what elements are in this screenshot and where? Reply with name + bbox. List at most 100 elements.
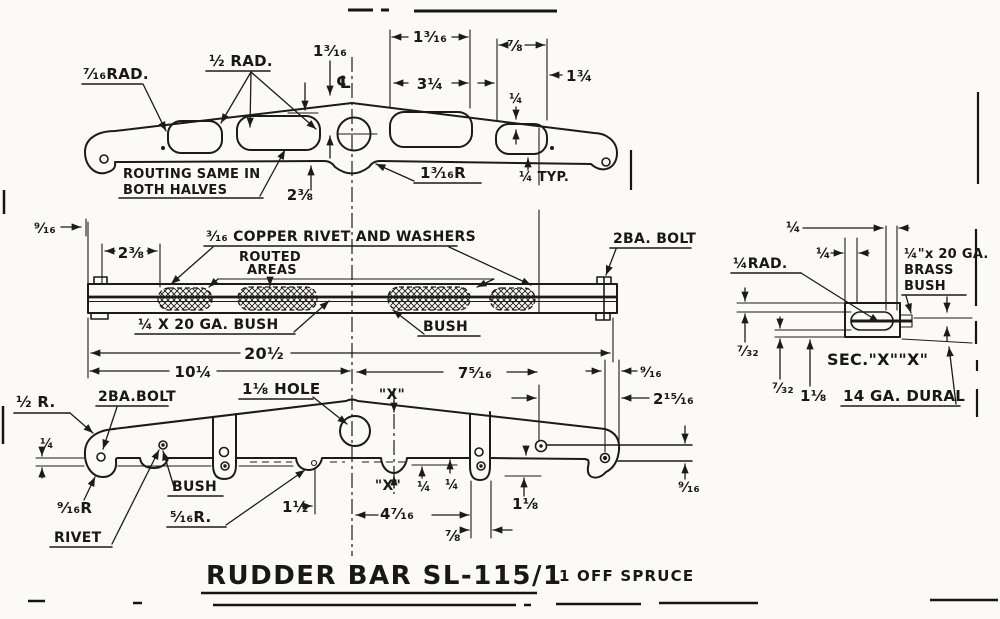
label-dim-v-1-3-16: 1³⁄₁₆ bbox=[313, 42, 347, 60]
label-dim-7-32-a: ⁷⁄₃₂ bbox=[737, 344, 759, 360]
plan-right-end bbox=[584, 428, 621, 479]
routing-note: ROUTING SAME IN BOTH HALVES bbox=[118, 149, 286, 199]
leader-1-1-8-hole: 1⅛ HOLE bbox=[238, 380, 348, 425]
dim-7-5-16: 7⁵⁄₁₆ bbox=[356, 364, 538, 382]
leader-rad-1-3-16: 1³⁄₁₆R bbox=[375, 163, 482, 184]
leader-bush-plan: BUSH bbox=[162, 450, 224, 497]
dim-7-32-b: ⁷⁄₃₂ bbox=[772, 316, 794, 397]
label-routed-line2: AREAS bbox=[247, 263, 297, 278]
dim-1-1-8-sec: 1⅛ bbox=[800, 339, 826, 405]
label-x-bottom: "X" bbox=[375, 478, 401, 494]
plan-hole-bolt bbox=[534, 439, 548, 453]
side-bar bbox=[87, 283, 618, 314]
side-bush-1 bbox=[157, 287, 213, 311]
dim-10-1-4: 10¼ bbox=[89, 363, 351, 381]
dim-7-32-a: ⁷⁄₃₂ bbox=[737, 287, 759, 360]
label-rad-1-2-plan: ½ R. bbox=[16, 393, 55, 411]
leader-rivet: RIVET bbox=[49, 449, 160, 548]
label-note-rivet-plan: RIVET bbox=[54, 530, 102, 546]
dim-9-16-side: ⁹⁄₁₆ bbox=[34, 218, 87, 237]
sheet-border-marks bbox=[1, 8, 998, 607]
label-dim-7-32-b: ⁷⁄₃₂ bbox=[772, 381, 794, 397]
label-note-bush-right: BUSH bbox=[423, 319, 468, 335]
dim-1-4-typ: ¼ TYP. bbox=[519, 157, 569, 185]
label-dim-2-3-8-front: 2⅜ bbox=[287, 186, 314, 204]
dim-1-4-sec-a: ¼ bbox=[786, 220, 910, 236]
dim-1-4-pair: ¼ ¼ bbox=[417, 459, 459, 495]
dim-2-15-16: 2¹⁵⁄₁₆ bbox=[511, 390, 694, 408]
note-bush-20ga: ¼ X 20 GA. BUSH bbox=[134, 300, 330, 335]
section-bush-nub bbox=[899, 314, 913, 328]
leader-rad-1-4: ¼RAD. bbox=[730, 256, 880, 323]
label-routing-line2: BOTH HALVES bbox=[123, 183, 227, 198]
dim-20-1-2: 20½ bbox=[90, 344, 611, 363]
label-dim-9-16-right: ⁹⁄₁₆ bbox=[640, 365, 662, 381]
label-rad-7-16: ⁷⁄₁₆RAD. bbox=[83, 65, 149, 83]
front-dot-right bbox=[550, 146, 554, 150]
label-dim-9-16-end: ⁹⁄₁₆ bbox=[678, 480, 700, 496]
dim-9-16-end: ⁹⁄₁₆ bbox=[678, 425, 700, 496]
label-dim-9-16-side: ⁹⁄₁₆ bbox=[34, 221, 56, 237]
dim-1-1-2: 1½ bbox=[282, 498, 313, 516]
label-note-bush-left: ¼ X 20 GA. BUSH bbox=[138, 317, 279, 333]
plan-strap-2 bbox=[469, 411, 491, 481]
label-dim-1-4-a: ¼ bbox=[417, 480, 431, 495]
label-dim-1-3-16: 1³⁄₁₆ bbox=[413, 28, 447, 46]
quantity-note: 1 OFF SPRUCE bbox=[559, 567, 694, 585]
label-dim-1-4-sec-b: ¼ bbox=[816, 246, 831, 262]
label-note-bush-plan: BUSH bbox=[172, 479, 217, 495]
label-dim-1-4-sec-a: ¼ bbox=[786, 220, 801, 236]
side-bush-3 bbox=[387, 286, 471, 311]
routed-slot-4 bbox=[495, 123, 548, 155]
front-hole-left bbox=[99, 154, 109, 164]
leader-5-16r: ⁵⁄₁₆R. bbox=[166, 469, 306, 528]
section-view: ¼ ¼ ¼RAD. ¼"x 20 GA. BRASS BUSH ⁷⁄₃₂ ⁷ bbox=[730, 220, 989, 407]
dim-7-8-plan: ⅞ bbox=[445, 526, 513, 545]
side-bush-4 bbox=[489, 287, 536, 311]
label-rad-5-16: ⁵⁄₁₆R. bbox=[170, 508, 212, 526]
plan-hole-right bbox=[599, 452, 611, 464]
dim-9-16-right: ⁹⁄₁₆ bbox=[585, 365, 662, 381]
label-note-bolt-plan: 2BA.BOLT bbox=[98, 389, 176, 405]
label-dim-7-8-plan: ⅞ bbox=[445, 527, 461, 545]
side-bush-2 bbox=[237, 286, 318, 311]
label-rad-1-4: ¼RAD. bbox=[733, 256, 788, 272]
dim-1-1-8-plan: 1⅛ bbox=[504, 445, 542, 513]
dim-1-4-sec-b: ¼ bbox=[816, 246, 870, 262]
label-dim-7-5-16: 7⁵⁄₁₆ bbox=[458, 364, 492, 382]
dim-1-3-16-top: 1³⁄₁₆ bbox=[389, 28, 471, 109]
side-tab-top-left bbox=[93, 276, 108, 285]
label-dim-2-15-16: 2¹⁵⁄₁₆ bbox=[653, 390, 694, 408]
label-bush-line2: BRASS bbox=[904, 263, 954, 278]
label-note-rivet: ³⁄₁₆ COPPER RIVET AND WASHERS bbox=[206, 229, 476, 245]
plan-view: 10¼ 7⁵⁄₁₆ ⁹⁄₁₆ 2¹⁵⁄₁₆ ½ R. 2BA.BOLT bbox=[13, 363, 700, 548]
label-rad-1-3-16: 1³⁄₁₆R bbox=[420, 164, 466, 182]
plan-top-edge bbox=[112, 398, 606, 430]
routed-slot-1 bbox=[167, 120, 223, 154]
label-routing-line1: ROUTING SAME IN bbox=[123, 167, 260, 182]
dim-2-3-8-front: 2⅜ bbox=[287, 160, 324, 204]
leader-rad-7-16: ⁷⁄₁₆RAD. bbox=[81, 65, 167, 132]
side-2ba-bolt bbox=[595, 276, 612, 321]
side-extension-lines bbox=[87, 221, 620, 453]
label-bush-line1: ¼"x 20 GA. bbox=[904, 247, 989, 262]
label-dim-1-4-typ: ¼ TYP. bbox=[519, 170, 569, 185]
dim-1-4-plan-left: ¼ bbox=[38, 437, 54, 479]
label-x-top: "X" bbox=[379, 387, 405, 403]
plan-hole-notch bbox=[310, 459, 318, 467]
leader-2ba-bolt-plan: 2BA.BOLT bbox=[95, 389, 176, 450]
note-routed-areas: ROUTED AREAS bbox=[208, 250, 495, 288]
label-dim-1-1-2: 1½ bbox=[282, 498, 309, 516]
front-hole-right bbox=[601, 157, 611, 167]
front-dot-left bbox=[161, 146, 165, 150]
label-rad-9-16: ⁹⁄₁₆R bbox=[57, 499, 92, 517]
plan-center-hole bbox=[339, 415, 371, 447]
title-block: RUDDER BAR SL-115/1 1 OFF SPRUCE bbox=[201, 561, 694, 595]
note-bush-side-right: BUSH bbox=[392, 309, 481, 337]
label-routed-line1: ROUTED bbox=[239, 250, 301, 265]
note-copper-rivet: ³⁄₁₆ COPPER RIVET AND WASHERS bbox=[170, 229, 532, 286]
dim-1-4-slot: ¼ bbox=[509, 92, 523, 145]
label-note-dural: 14 GA. DURAL bbox=[843, 387, 965, 405]
label-dim-1-3-4: 1¾ bbox=[566, 67, 593, 85]
